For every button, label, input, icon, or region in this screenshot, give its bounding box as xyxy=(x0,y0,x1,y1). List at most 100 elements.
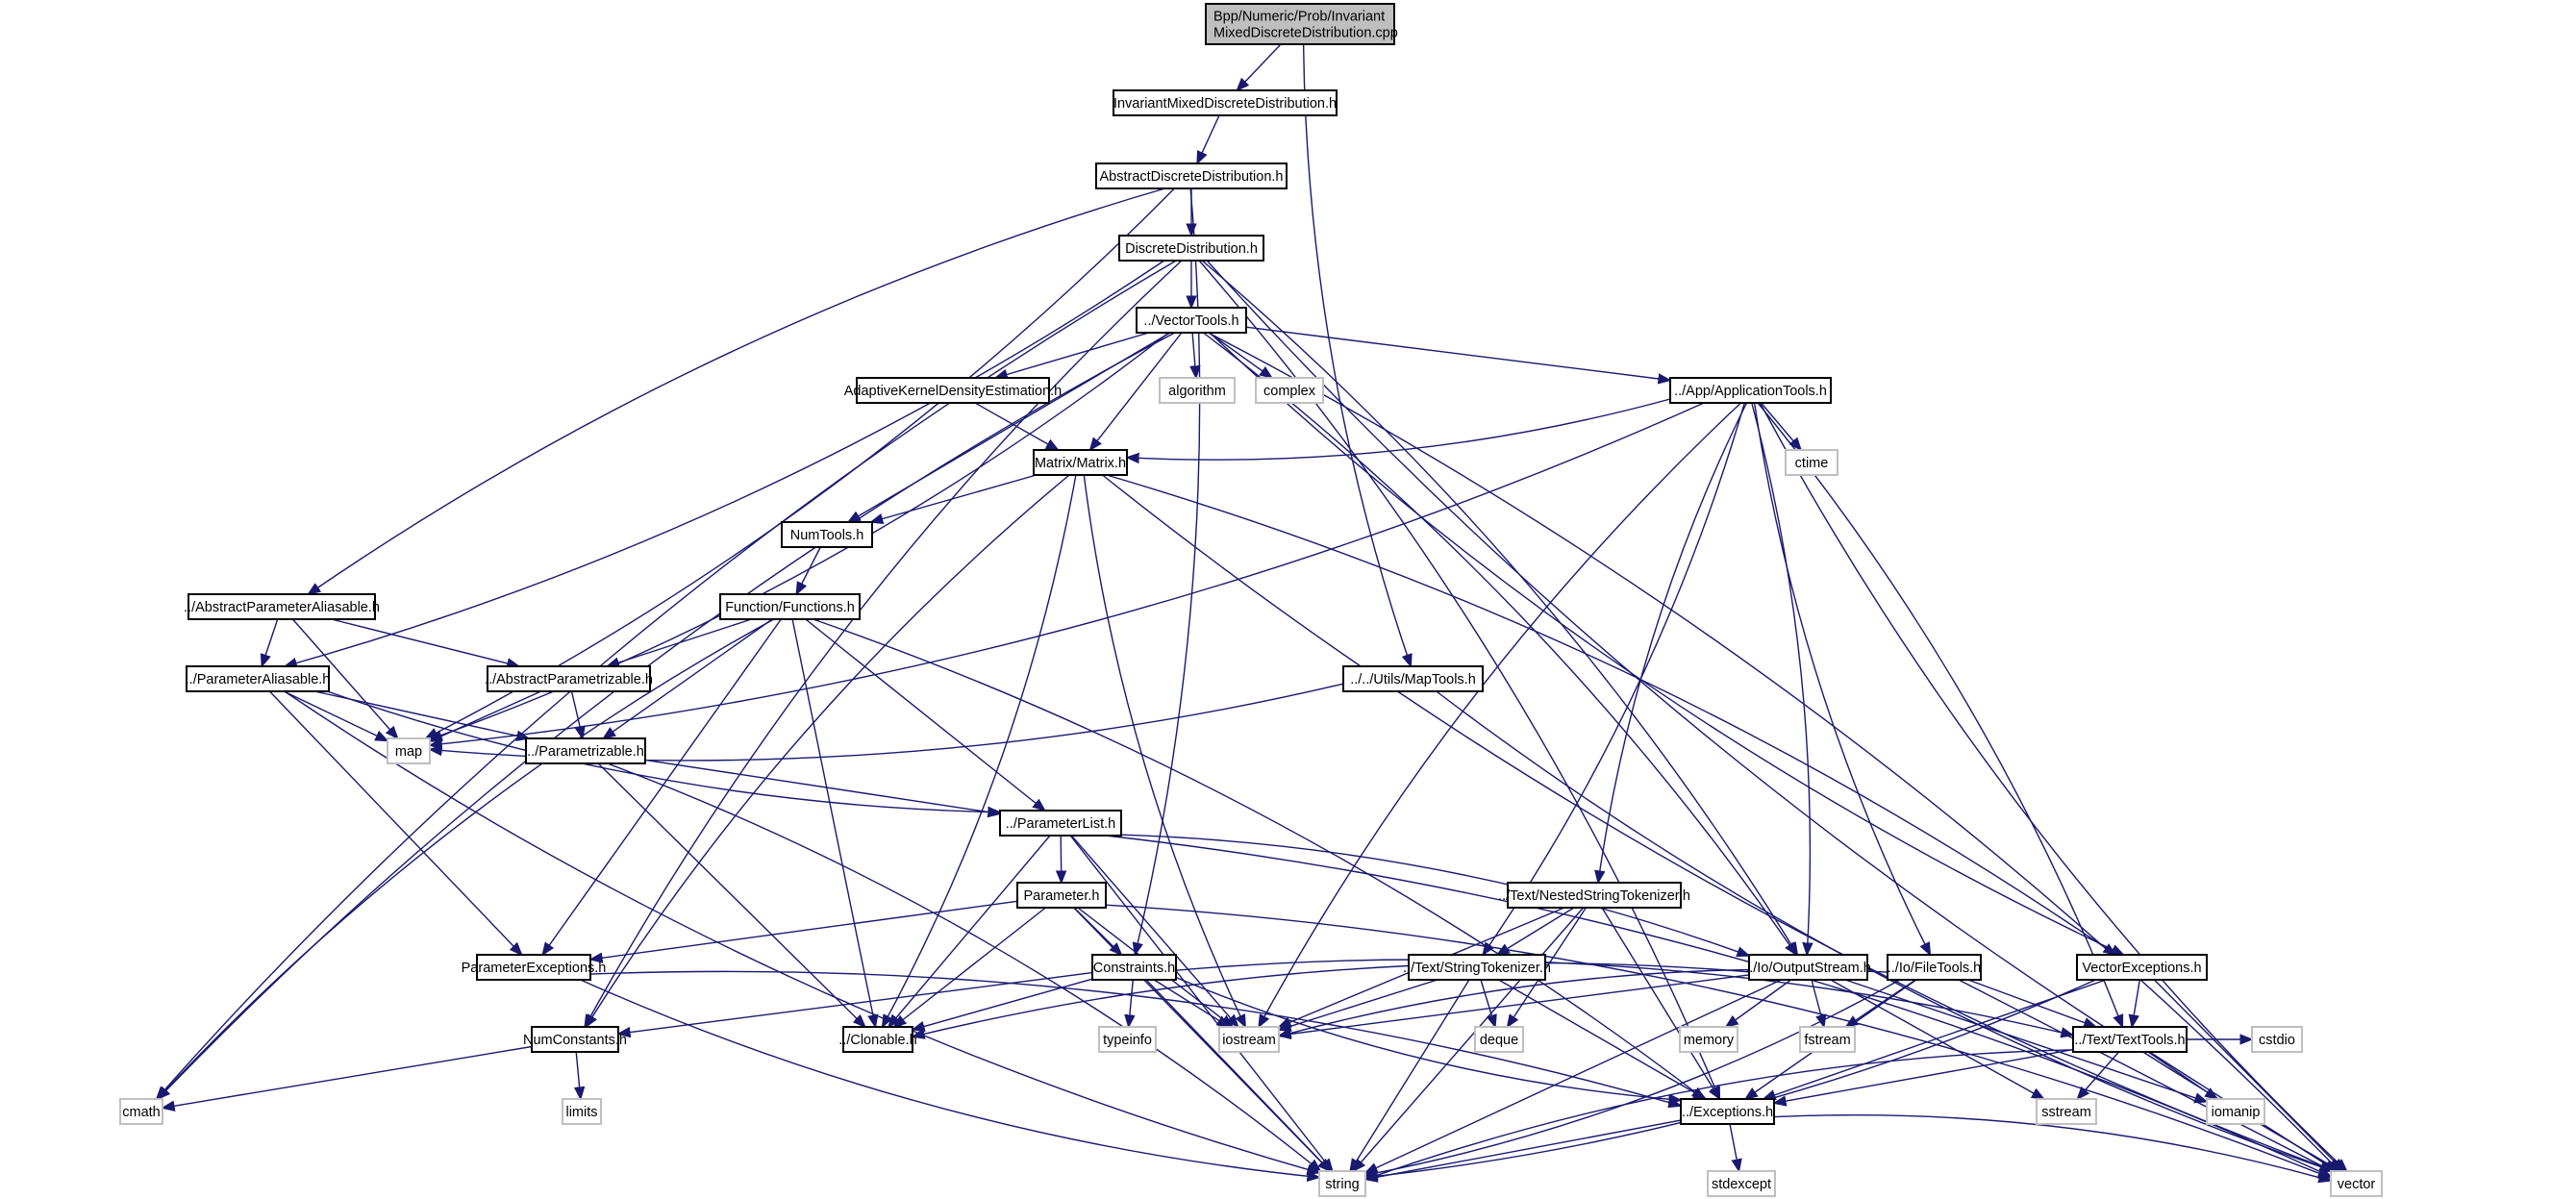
edge-os-to-sstream xyxy=(1830,979,2044,1099)
node-box xyxy=(1091,954,1177,981)
node-numconst[interactable]: NumConstants.h xyxy=(523,1026,627,1053)
node-root[interactable]: Bpp/Numeric/Prob/InvariantMixedDiscreteD… xyxy=(1205,3,1398,45)
node-constraints[interactable]: Constraints.h xyxy=(1091,954,1177,981)
node-label: limits xyxy=(565,1105,597,1120)
edge-apptools-to-vector xyxy=(1759,402,2346,1171)
node-akde[interactable]: AdaptiveKernelDensityEstimation.h xyxy=(844,377,1062,404)
node-texttools[interactable]: ../Text/TextTools.h xyxy=(2072,1026,2188,1053)
node-exceptions[interactable]: ../Exceptions.h xyxy=(1680,1098,1775,1125)
node-parameter[interactable]: Parameter.h xyxy=(1016,882,1107,909)
edge-functions-to-ap xyxy=(607,618,752,666)
node-label: Matrix/Matrix.h xyxy=(1035,456,1126,471)
edge-apptools-to-nst xyxy=(1598,402,1748,883)
node-box xyxy=(2251,1026,2303,1053)
node-vector: vector xyxy=(2330,1170,2383,1197)
edge-constraints-to-texttools xyxy=(1175,959,2073,1036)
edge-param-to-plist xyxy=(644,759,1000,813)
node-label: stdexcept xyxy=(1712,1177,1771,1192)
edge-filetools-to-string xyxy=(1365,979,1901,1175)
edge-add-to-constraints xyxy=(1135,187,1201,955)
edge-texttools-to-exceptions xyxy=(1774,1048,2074,1104)
node-label: complex xyxy=(1263,384,1316,399)
node-label: InvariantMixedDiscreteDistribution.h xyxy=(1113,96,1337,112)
node-label: sstream xyxy=(2041,1105,2091,1120)
node-box xyxy=(1095,162,1288,189)
edge-st-to-string xyxy=(1350,979,1470,1171)
node-pexc[interactable]: ParameterExceptions.h xyxy=(462,954,607,981)
edge-pa-to-plist xyxy=(327,690,1000,812)
node-label: Function/Functions.h xyxy=(725,600,855,615)
node-box xyxy=(1033,449,1128,476)
node-box xyxy=(2076,954,2208,981)
edge-parameter-to-clonable xyxy=(894,907,1046,1027)
node-clonable[interactable]: ../Clonable.h xyxy=(838,1026,917,1053)
edge-param-to-clonable xyxy=(597,762,865,1027)
node-param[interactable]: ../Parametrizable.h xyxy=(525,737,646,764)
node-label: ../Io/FileTools.h xyxy=(1888,961,1982,976)
node-label: NumConstants.h xyxy=(523,1033,627,1048)
node-label: fstream xyxy=(1804,1033,1850,1048)
node-label: iostream xyxy=(1222,1033,1276,1048)
node-pa[interactable]: ../ParameterAliasable.h xyxy=(186,665,331,692)
edge-plist-to-clonable xyxy=(888,835,1051,1027)
edge-functions-to-exceptions xyxy=(813,618,1705,1099)
edge-vt-to-apptools xyxy=(1245,326,1670,380)
edge-pexc-to-string xyxy=(580,979,1319,1178)
edge-apa-to-ap xyxy=(331,618,519,666)
node-box xyxy=(1748,954,1868,981)
node-label: ../Text/StringTokenizer.h xyxy=(1403,961,1551,976)
node-maptools[interactable]: ../../Utils/MapTools.h xyxy=(1342,665,1484,692)
node-iostream: iostream xyxy=(1218,1026,1280,1053)
edge-apptools-to-ctime xyxy=(1760,402,1802,450)
edge-vt-to-akde xyxy=(995,332,1149,378)
edge-os-to-iostream xyxy=(1279,974,1750,1036)
node-box xyxy=(387,737,431,764)
node-stdexcept: stdexcept xyxy=(1707,1170,1776,1197)
edge-numtools-to-functions xyxy=(796,546,821,594)
node-box xyxy=(1669,377,1832,404)
node-apptools[interactable]: ../App/ApplicationTools.h xyxy=(1669,377,1832,404)
edge-pexc-to-exceptions xyxy=(589,970,1681,1106)
edge-vt-to-vector xyxy=(1208,332,2340,1171)
node-box xyxy=(1255,377,1324,404)
node-st[interactable]: ../Text/StringTokenizer.h xyxy=(1403,954,1551,981)
node-filetools[interactable]: ../Io/FileTools.h xyxy=(1887,954,1982,981)
edge-imdd-to-add xyxy=(1197,114,1220,163)
node-label: ../Clonable.h xyxy=(838,1033,916,1048)
node-dd[interactable]: DiscreteDistribution.h xyxy=(1118,235,1264,262)
node-label: algorithm xyxy=(1168,384,1226,399)
edge-os-to-string xyxy=(1365,979,1782,1173)
node-functions[interactable]: Function/Functions.h xyxy=(719,593,861,620)
node-box xyxy=(1785,449,1838,476)
edge-vexc-to-string xyxy=(1365,979,2096,1178)
node-apa[interactable]: ../AbstractParameterAliasable.h xyxy=(184,593,380,620)
edge-apptools-to-texttools xyxy=(1757,402,2122,1027)
node-ap[interactable]: ../AbstractParametrizable.h xyxy=(485,665,653,692)
edge-numconst-to-cmath xyxy=(163,1045,533,1109)
node-add[interactable]: AbstractDiscreteDistribution.h xyxy=(1095,162,1288,189)
node-box xyxy=(1318,1170,1366,1197)
node-box xyxy=(531,1026,619,1053)
edge-functions-to-cmath xyxy=(158,618,775,1099)
node-imdd[interactable]: InvariantMixedDiscreteDistribution.h xyxy=(1113,89,1338,116)
node-iomanip: iomanip xyxy=(2206,1098,2265,1125)
node-box xyxy=(1707,1170,1776,1197)
node-label: ../VectorTools.h xyxy=(1143,313,1238,329)
node-matrix[interactable]: Matrix/Matrix.h xyxy=(1033,449,1128,476)
edge-numconst-to-limits xyxy=(576,1051,581,1099)
edge-pa-to-string xyxy=(284,690,1319,1173)
node-nst[interactable]: ../Text/NestedStringTokenizer.h xyxy=(1498,882,1690,909)
edge-os-to-clonable xyxy=(913,962,1750,1037)
node-os[interactable]: ../Io/OutputStream.h xyxy=(1745,954,1871,981)
node-plist[interactable]: ../ParameterList.h xyxy=(999,810,1122,837)
node-box xyxy=(2330,1170,2383,1197)
edge-parameter-to-pexc xyxy=(590,900,1018,960)
node-algorithm: algorithm xyxy=(1159,377,1236,404)
edge-param-to-string xyxy=(607,762,1321,1171)
node-label: ../Io/OutputStream.h xyxy=(1745,961,1871,976)
node-cstdio: cstdio xyxy=(2251,1026,2303,1053)
node-vt[interactable]: ../VectorTools.h xyxy=(1136,307,1247,334)
node-vexc[interactable]: VectorExceptions.h xyxy=(2076,954,2208,981)
node-label: ctime xyxy=(1795,456,1829,471)
node-numtools[interactable]: NumTools.h xyxy=(781,521,873,548)
